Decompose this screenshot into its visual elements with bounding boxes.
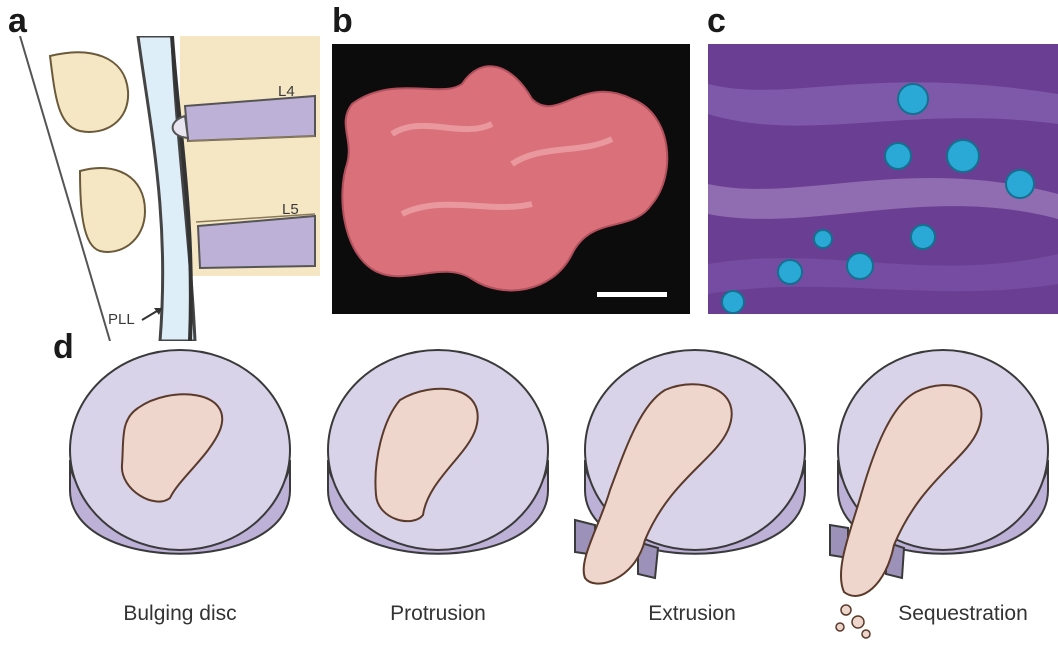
panel-letter-a: a bbox=[8, 4, 27, 38]
caption-bulging-disc: Bulging disc bbox=[60, 602, 300, 626]
panel-letter-b: b bbox=[332, 4, 353, 38]
panel-b-specimen-photo bbox=[332, 44, 690, 314]
label-l5: L5 bbox=[282, 201, 299, 218]
panel-letter-c: c bbox=[707, 4, 726, 38]
label-l4: L4 bbox=[278, 83, 295, 100]
disc-extrusion bbox=[570, 330, 820, 605]
caption-sequestration: Sequestration bbox=[870, 602, 1056, 626]
disc-l5 bbox=[198, 216, 315, 268]
caption-extrusion: Extrusion bbox=[572, 602, 812, 626]
caption-protrusion: Protrusion bbox=[318, 602, 558, 626]
sequestered-fragments bbox=[836, 605, 870, 638]
panel-c-histology-image bbox=[708, 44, 1058, 314]
label-pll: PLL bbox=[108, 311, 135, 328]
panel-d-disc-stages: Bulging disc Protrusion Extrusion Seques… bbox=[0, 330, 1058, 650]
lamina-lower bbox=[80, 168, 145, 252]
lamina-upper bbox=[50, 52, 128, 132]
disc-bulging bbox=[60, 330, 300, 570]
disc-sequestration bbox=[826, 330, 1056, 640]
disc-protrusion bbox=[318, 330, 558, 570]
scale-bar bbox=[597, 292, 667, 297]
panel-a-spine-illustration: L4 L5 PLL bbox=[10, 36, 320, 341]
